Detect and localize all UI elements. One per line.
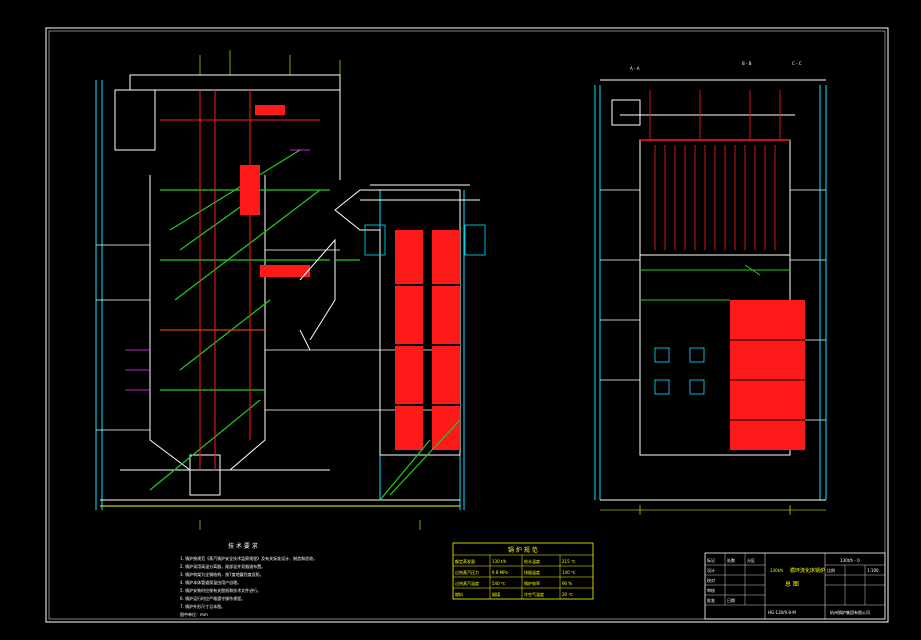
notes-title: 技 术 要 求 (228, 542, 258, 550)
spec-cell: 215 ℃ (562, 559, 576, 564)
drawing-name: 总 图 (785, 580, 799, 588)
title-cell: 校对 (707, 577, 715, 583)
note-line: 7. 锅炉外形尺寸见本图。 (180, 603, 225, 609)
side-elevation-view (594, 79, 827, 515)
product-spec: 130t/h (770, 568, 784, 573)
note-line: 1. 锅炉按规范《蒸汽锅炉安全技术监察规程》及有关标准设计、制造和验收。 (180, 555, 317, 561)
spec-cell: 9.8 MPa (492, 570, 508, 575)
company-name: 杭州锅炉集团有限公司 (830, 609, 870, 615)
spec-cell: 额定蒸发量 (455, 558, 475, 564)
note-line: 图中单位：mm (180, 611, 208, 617)
sheet-border (45, 27, 889, 623)
backpass-red-column-left (395, 230, 423, 450)
note-line: 6. 锅炉运行时应严格遵守操作规程。 (180, 595, 245, 601)
title-cell: 分区 (747, 557, 755, 563)
furnace-red-block (240, 165, 260, 215)
spec-cell: 冷空气温度 (524, 591, 544, 597)
title-cell: 批准 (707, 597, 715, 603)
title-cell: 1:100 (867, 568, 879, 573)
spec-cell: 烟煤 (492, 591, 500, 597)
backpass-view (299, 184, 486, 501)
spec-cell: 540 ℃ (492, 581, 506, 586)
backpass-red-column-right (432, 230, 460, 450)
title-block: 标记 处数 分区 设计 校对 审核 批准 日期 比例 1:100 130t/h … (704, 552, 886, 620)
spec-cell: 给水温度 (524, 558, 540, 564)
view-label-a: A - A (630, 66, 640, 71)
boiler-spec-table: 锅 炉 规 范 额定蒸发量 130 t/h 给水温度 215 ℃ 过热蒸汽压力 … (452, 542, 594, 600)
title-cell: 设计 (707, 567, 715, 573)
product-type: 循环流化床锅炉 (790, 567, 825, 574)
spec-cell: 90 % (562, 581, 572, 586)
title-cell: 审核 (707, 587, 715, 593)
spec-cell: 20 ℃ (562, 592, 573, 597)
note-line: 2. 锅炉采用高温分离器，尾部竖井双烟道布置。 (180, 563, 265, 569)
technical-notes: 技 术 要 求 1. 锅炉按规范《蒸汽锅炉安全技术监察规程》及有关标准设计、制造… (180, 542, 317, 617)
spec-cell: 过热蒸汽压力 (455, 569, 479, 575)
note-line: 5. 锅炉安装时应按有关图纸和技术文件进行。 (180, 587, 261, 593)
spec-cell: 130 t/h (492, 559, 507, 564)
drawing-number: 130t/h - 0 (840, 558, 860, 563)
note-line: 3. 锅炉构架为全钢结构，按7度地震烈度设防。 (180, 571, 264, 577)
spec-cell: 锅炉效率 (524, 580, 540, 586)
burner-ports (654, 347, 705, 395)
title-cell: 标记 (707, 557, 715, 563)
spec-cell: 140 ℃ (562, 570, 576, 575)
spec-cell: 排烟温度 (524, 569, 540, 575)
spec-cell: 燃料 (455, 591, 463, 597)
furnace-red-band (260, 265, 310, 277)
view-label-b: B - B (742, 61, 752, 66)
view-label-c: C - C (792, 61, 802, 66)
note-line: 4. 锅炉本体管道保温由用户自理。 (180, 579, 241, 585)
side-view-red-panel (730, 300, 805, 450)
sheet-inner-border (48, 30, 886, 620)
drawing-code: HG-130/9.8-M (768, 610, 796, 615)
title-cell: 比例 (827, 567, 835, 573)
title-cell: 处数 (727, 557, 735, 563)
spec-table-title: 锅 炉 规 范 (508, 546, 538, 554)
title-cell: 日期 (727, 597, 735, 603)
spec-cell: 过热蒸汽温度 (455, 580, 479, 586)
